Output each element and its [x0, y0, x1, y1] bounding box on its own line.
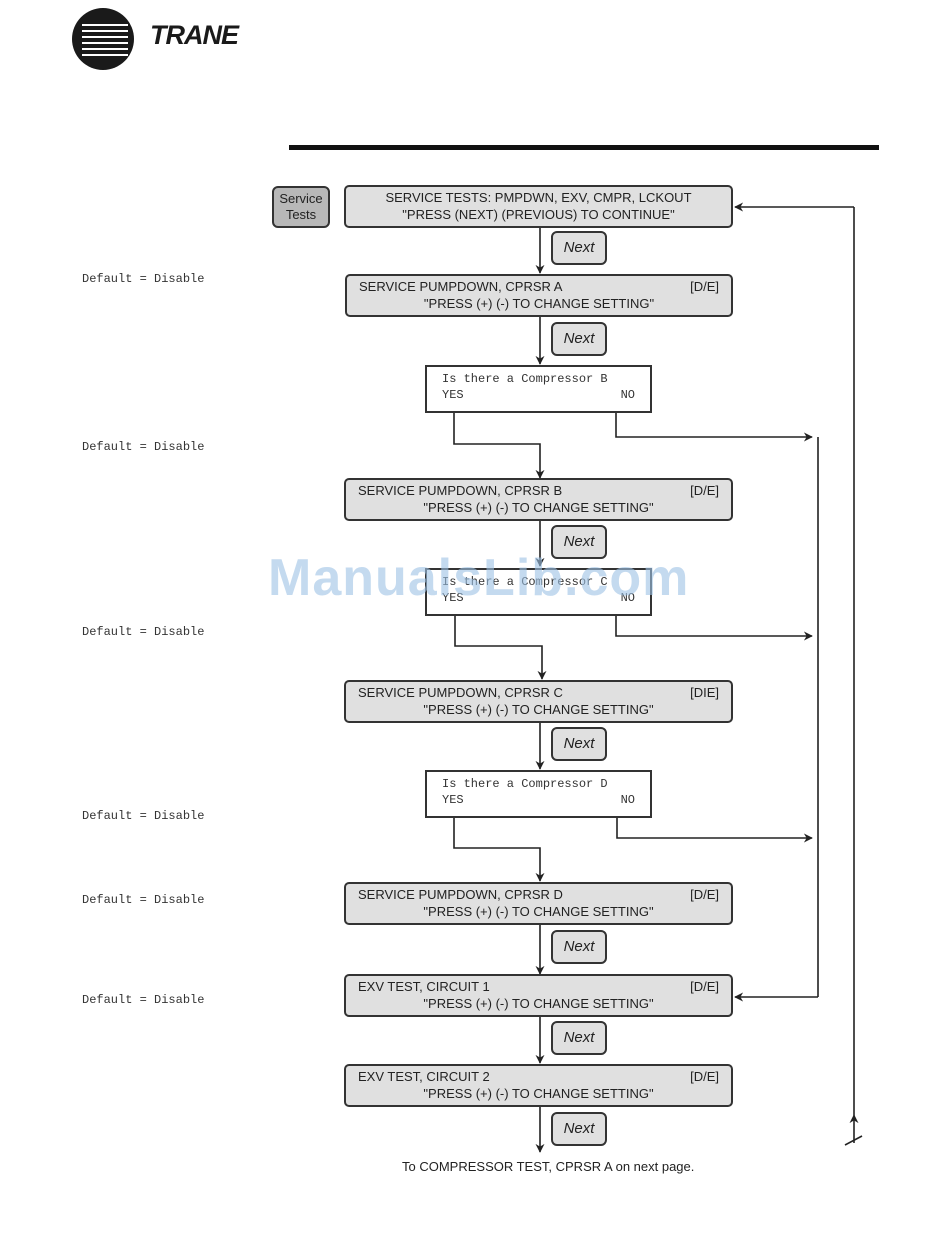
next-button[interactable]: Next	[551, 1021, 607, 1055]
default-label-pumpdown-a: Default = Disable	[82, 272, 205, 286]
compressor-b-question: Is there a Compressor B YES NO	[425, 365, 652, 413]
answer-yes: YES	[442, 793, 464, 807]
display-setting-tag: [DIE]	[690, 685, 719, 700]
display-line2: "PRESS (+) (-) TO CHANGE SETTING"	[423, 702, 654, 717]
next-button[interactable]: Next	[551, 930, 607, 964]
answer-yes: YES	[442, 591, 464, 605]
display-line1: EXV TEST, CIRCUIT 1	[358, 979, 490, 994]
question-text: Is there a Compressor C	[442, 575, 608, 589]
display-line2: "PRESS (+) (-) TO CHANGE SETTING"	[423, 500, 654, 515]
answer-no: NO	[620, 591, 635, 605]
next-button[interactable]: Next	[551, 525, 607, 559]
next-button[interactable]: Next	[551, 1112, 607, 1146]
pumpdown-c-display: SERVICE PUMPDOWN, CPRSR C [DIE] "PRESS (…	[344, 680, 733, 723]
display-line2: "PRESS (+) (-) TO CHANGE SETTING"	[423, 904, 654, 919]
question-text: Is there a Compressor D	[442, 777, 608, 791]
exv-circuit-2-display: EXV TEST, CIRCUIT 2 [D/E] "PRESS (+) (-)…	[344, 1064, 733, 1107]
display-line1: EXV TEST, CIRCUIT 2	[358, 1069, 490, 1084]
display-setting-tag: [D/E]	[690, 979, 719, 994]
display-setting-tag: [D/E]	[690, 483, 719, 498]
display-line1: SERVICE TESTS: PMPDWN, EXV, CMPR, LCKOUT	[385, 190, 692, 205]
trane-logo-text: TRANE	[150, 20, 239, 50]
exv-circuit-1-display: EXV TEST, CIRCUIT 1 [D/E] "PRESS (+) (-)…	[344, 974, 733, 1017]
default-label-pumpdown-d-upper: Default = Disable	[82, 809, 205, 823]
default-label-pumpdown-c: Default = Disable	[82, 625, 205, 639]
display-line1: SERVICE PUMPDOWN, CPRSR B	[358, 483, 563, 498]
next-button[interactable]: Next	[551, 231, 607, 265]
display-line1: SERVICE PUMPDOWN, CPRSR A	[359, 279, 563, 294]
display-line2: "PRESS (+) (-) TO CHANGE SETTING"	[423, 296, 655, 311]
default-label-pumpdown-b: Default = Disable	[82, 440, 205, 454]
display-line1: SERVICE PUMPDOWN, CPRSR D	[358, 887, 563, 902]
answer-no: NO	[620, 388, 635, 402]
pumpdown-a-display: SERVICE PUMPDOWN, CPRSR A [D/E] "PRESS (…	[345, 274, 733, 317]
default-label-pumpdown-d: Default = Disable	[82, 893, 205, 907]
trane-logo: TRANE	[72, 8, 272, 70]
pumpdown-b-display: SERVICE PUMPDOWN, CPRSR B [D/E] "PRESS (…	[344, 478, 733, 521]
compressor-c-question: Is there a Compressor C YES NO	[425, 568, 652, 616]
display-setting-tag: [D/E]	[690, 1069, 719, 1084]
service-tests-line2: Tests	[285, 207, 317, 222]
next-button[interactable]: Next	[551, 322, 607, 356]
display-setting-tag: [D/E]	[690, 887, 719, 902]
service-tests-display: SERVICE TESTS: PMPDWN, EXV, CMPR, LCKOUT…	[344, 185, 733, 228]
service-tests-button[interactable]: Service Tests	[272, 186, 330, 228]
watermark: ManualsLib.com	[268, 549, 690, 607]
display-setting-tag: [D/E]	[690, 279, 719, 294]
footer-note: To COMPRESSOR TEST, CPRSR A on next page…	[402, 1159, 695, 1174]
next-button[interactable]: Next	[551, 727, 607, 761]
default-label-exv-1: Default = Disable	[82, 993, 205, 1007]
display-line2: "PRESS (NEXT) (PREVIOUS) TO CONTINUE"	[402, 207, 675, 222]
trane-logo-emblem	[72, 8, 134, 70]
header-rule	[289, 145, 879, 150]
question-text: Is there a Compressor B	[442, 372, 608, 386]
compressor-d-question: Is there a Compressor D YES NO	[425, 770, 652, 818]
pumpdown-d-display: SERVICE PUMPDOWN, CPRSR D [D/E] "PRESS (…	[344, 882, 733, 925]
display-line2: "PRESS (+) (-) TO CHANGE SETTING"	[423, 996, 654, 1011]
display-line1: SERVICE PUMPDOWN, CPRSR C	[358, 685, 563, 700]
answer-yes: YES	[442, 388, 464, 402]
service-tests-line1: Service	[279, 191, 323, 206]
answer-no: NO	[620, 793, 635, 807]
display-line2: "PRESS (+) (-) TO CHANGE SETTING"	[423, 1086, 654, 1101]
